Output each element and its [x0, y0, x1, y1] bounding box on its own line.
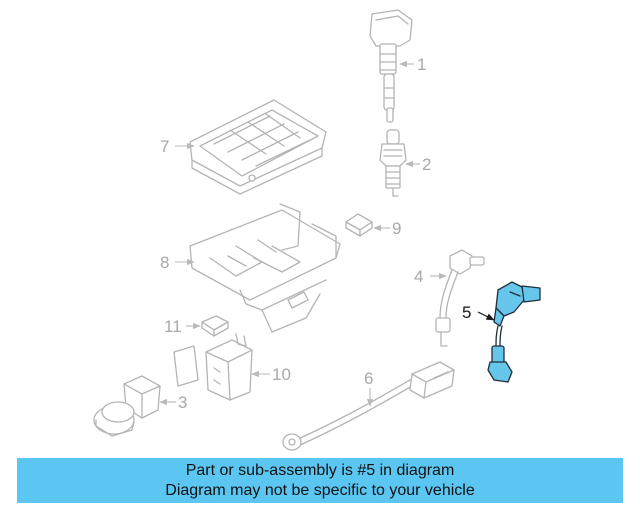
banner-line-1: Part or sub-assembly is #5 in diagram: [185, 461, 455, 479]
spark-plug-part: [379, 129, 407, 197]
callout-7-label: 7: [160, 137, 169, 156]
callout-4: 4: [414, 267, 447, 286]
mounting-bracket-part: [189, 203, 341, 333]
callout-6: 6: [364, 369, 373, 407]
relay-part: [345, 213, 373, 237]
callout-8: 8: [160, 253, 195, 272]
callout-1: 1: [399, 55, 426, 74]
callout-5: 5: [462, 303, 495, 322]
callout-11: 11: [164, 317, 201, 336]
ignition-coil-part: [369, 9, 413, 123]
sensor-housing-part: [93, 375, 161, 437]
callout-7: 7: [160, 137, 195, 156]
callout-1-label: 1: [417, 55, 426, 74]
callout-10: 10: [251, 365, 291, 384]
small-module-part: [201, 315, 229, 337]
callout-8-label: 8: [160, 253, 169, 272]
info-banner: Part or sub-assembly is #5 in diagram Di…: [17, 458, 623, 503]
camshaft-position-sensor-part: [487, 281, 541, 383]
callout-6-label: 6: [364, 369, 373, 388]
banner-line-2: Diagram may not be specific to your vehi…: [165, 481, 475, 499]
callout-5-label: 5: [462, 303, 471, 322]
oxygen-sensor-part: [435, 249, 485, 347]
callout-2: 2: [405, 155, 431, 174]
knock-sensor-part: [282, 361, 455, 451]
callout-3: 3: [159, 393, 187, 412]
callout-4-label: 4: [414, 267, 423, 286]
callout-2-label: 2: [422, 155, 431, 174]
control-unit-part: [173, 333, 253, 401]
callout-9-label: 9: [392, 219, 401, 238]
parts-diagram: 1 2 7 9: [93, 9, 541, 451]
callout-9: 9: [373, 219, 401, 238]
callout-3-label: 3: [178, 393, 187, 412]
engine-control-module-part: [189, 99, 327, 195]
callout-10-label: 10: [272, 365, 291, 384]
callout-11-label: 11: [164, 317, 182, 336]
